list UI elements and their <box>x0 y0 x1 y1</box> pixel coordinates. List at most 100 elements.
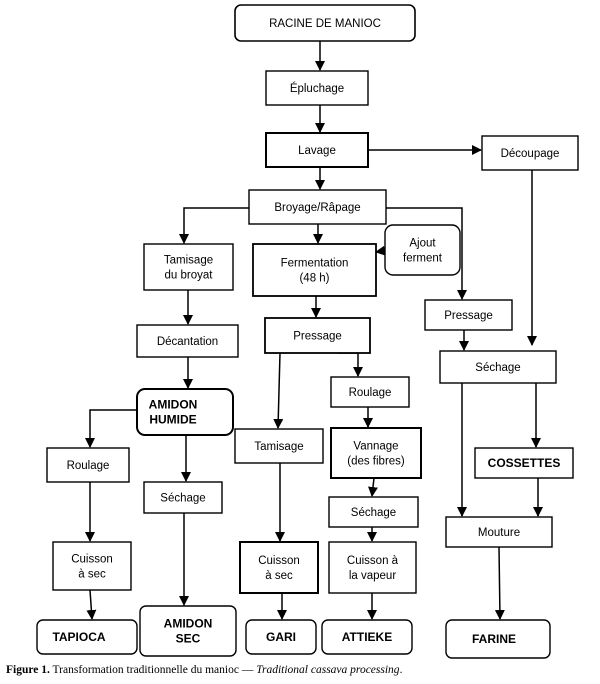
step-box <box>330 427 422 479</box>
step-box <box>330 376 410 408</box>
step-decoupage: Découpage <box>481 135 579 171</box>
step-label: HUMIDE <box>149 413 196 427</box>
flow-arrow <box>368 477 378 497</box>
step-label: du broyat <box>165 270 214 282</box>
step-sechage-mid: Séchage <box>328 496 419 528</box>
step-broyage: Broyage/Râpage <box>248 189 387 225</box>
step-box <box>474 447 574 479</box>
step-label: Ajout <box>409 238 436 250</box>
step-label: (des fibres) <box>347 456 405 468</box>
step-pressage-right: Pressage <box>424 299 513 331</box>
step-label: Fermentation <box>281 258 349 270</box>
step-tamisage-mid: Tamisage <box>234 428 324 464</box>
step-cuisson-vapeur: Cuisson à la vapeur <box>328 541 417 594</box>
step-box <box>445 516 553 548</box>
step-lavage: Lavage <box>265 132 369 168</box>
step-sechage-left: Séchage <box>143 481 223 514</box>
step-fermentation: Fermentation (48 h) <box>252 243 377 297</box>
step-box <box>234 4 416 42</box>
figure-caption: Figure 1. Transformation traditionnelle … <box>6 664 596 676</box>
step-label: Séchage <box>475 362 520 374</box>
flow-arrows <box>85 41 543 620</box>
step-label: Séchage <box>351 507 396 519</box>
step-ajout-ferment: Ajout ferment <box>384 224 461 276</box>
step-pressage-mid: Pressage <box>264 317 371 354</box>
step-label: Cuisson <box>71 554 113 566</box>
step-label: RACINE DE MANIOC <box>269 18 381 30</box>
step-racine: RACINE DE MANIOC <box>234 4 416 42</box>
step-cuisson-sec-left: Cuisson à sec <box>52 541 132 591</box>
step-label: Vannage <box>353 441 398 453</box>
step-label: Roulage <box>349 387 392 399</box>
caption-text-en: Traditional cassava processing <box>256 664 400 676</box>
step-gari: GARI <box>245 619 317 655</box>
step-label: Roulage <box>67 460 110 472</box>
step-label: Épluchage <box>290 82 344 95</box>
step-label: Décantation <box>157 336 218 348</box>
step-label: la vapeur <box>349 570 396 582</box>
step-box <box>265 70 369 106</box>
step-cuisson-sec-mid: Cuisson à sec <box>239 541 319 594</box>
step-box <box>136 388 234 436</box>
step-cossettes: COSSETTES <box>474 447 574 479</box>
step-box <box>139 605 237 657</box>
step-box <box>384 224 461 276</box>
step-decantation: Décantation <box>136 324 239 358</box>
step-label: Mouture <box>478 527 520 539</box>
step-label: AMIDON <box>164 617 213 631</box>
flow-arrow <box>386 207 467 300</box>
step-box <box>234 428 324 464</box>
step-label: Lavage <box>298 145 336 157</box>
step-label: ferment <box>403 253 443 265</box>
step-label: à sec <box>78 569 106 581</box>
step-label: COSSETTES <box>488 456 561 470</box>
flow-arrow <box>86 589 97 620</box>
step-label: FARINE <box>472 632 516 646</box>
step-label: AMIDON <box>149 398 198 412</box>
step-box <box>265 132 369 168</box>
step-vannage: Vannage (des fibres) <box>330 427 422 479</box>
step-label: SEC <box>176 632 201 646</box>
step-tamisage-broyat: Tamisage du broyat <box>143 243 234 291</box>
flow-arrow <box>494 546 505 620</box>
step-farine: FARINE <box>445 619 551 659</box>
step-box <box>445 619 551 659</box>
step-tapioca: TAPIOCA <box>36 619 138 655</box>
step-label: TAPIOCA <box>52 630 105 644</box>
step-box <box>424 299 513 331</box>
step-box <box>328 541 417 594</box>
step-label: GARI <box>266 630 296 644</box>
step-box <box>321 619 413 655</box>
step-box <box>248 189 387 225</box>
step-box <box>264 317 371 354</box>
step-label: Broyage/Râpage <box>274 202 360 214</box>
step-box <box>481 135 579 171</box>
step-label: à sec <box>265 570 293 582</box>
step-box <box>46 447 130 483</box>
step-label: Cuisson à <box>347 555 399 567</box>
step-roulage-mid: Roulage <box>330 376 410 408</box>
step-box <box>136 324 239 358</box>
step-label: Cuisson <box>258 555 300 567</box>
flow-arrow <box>179 207 249 244</box>
flow-arrow <box>338 352 363 377</box>
step-box <box>36 619 138 655</box>
step-label: Pressage <box>444 310 493 322</box>
step-label: Tamisage <box>164 255 213 267</box>
step-box <box>143 243 234 291</box>
step-label: Pressage <box>293 331 342 343</box>
caption-label: Figure 1. <box>6 664 50 676</box>
step-sechage-right: Séchage <box>439 350 557 384</box>
step-mouture: Mouture <box>445 516 553 548</box>
step-box <box>328 496 419 528</box>
step-box <box>252 243 377 297</box>
step-box <box>439 350 557 384</box>
step-label: ATTIEKE <box>342 630 392 644</box>
step-label: Séchage <box>160 493 205 505</box>
step-roulage-left: Roulage <box>46 447 130 483</box>
step-label: (48 h) <box>299 273 329 285</box>
